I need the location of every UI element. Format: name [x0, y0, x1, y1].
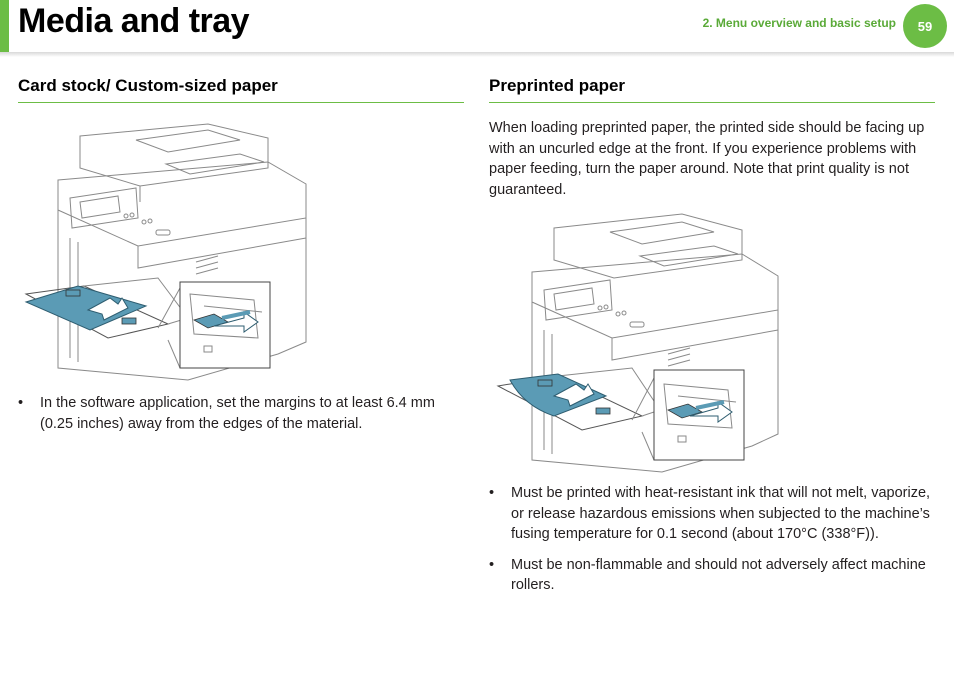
list-item: In the software application, set the mar…	[18, 393, 458, 434]
page-title: Media and tray	[18, 2, 250, 40]
section-heading-preprinted: Preprinted paper	[489, 76, 935, 103]
printer-card-stock-illustration	[18, 118, 318, 393]
chapter-breadcrumb[interactable]: 2. Menu overview and basic setup	[702, 16, 896, 30]
header-accent-bar	[0, 0, 9, 52]
card-stock-bullet-list: In the software application, set the mar…	[18, 393, 458, 444]
page-number-badge: 59	[903, 4, 947, 48]
printer-preprinted-illustration	[494, 210, 784, 485]
preprinted-intro-text: When loading preprinted paper, the print…	[489, 120, 925, 198]
header-divider	[0, 52, 954, 57]
list-item: Must be non-flammable and should not adv…	[489, 555, 939, 596]
list-item: Must be printed with heat-resistant ink …	[489, 483, 939, 545]
section-heading-card-stock: Card stock/ Custom-sized paper	[18, 76, 464, 103]
preprinted-bullet-list: Must be printed with heat-resistant ink …	[489, 483, 939, 606]
